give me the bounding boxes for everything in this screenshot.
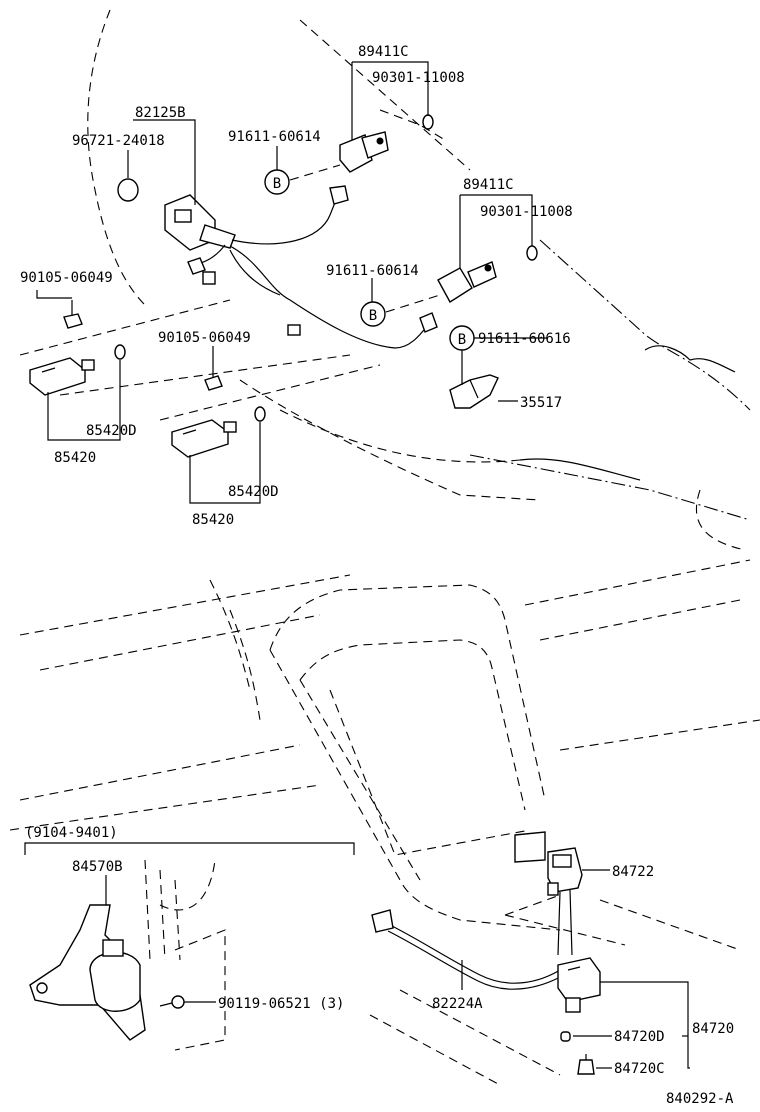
switch-84722	[514, 831, 583, 956]
switch-84720	[557, 957, 601, 1013]
label-35517: 35517	[520, 395, 562, 411]
label-91611-60616: 91611-60616	[478, 331, 571, 347]
label-90301-upper: 90301-11008	[372, 70, 465, 86]
connector-82125B	[164, 194, 236, 251]
switch-85420-left	[29, 357, 95, 396]
label-85420-right: 85420	[192, 512, 234, 528]
marker-b-2: B	[360, 301, 386, 327]
label-85420-left: 85420	[54, 450, 96, 466]
body-outline-top	[19, 9, 751, 551]
harness-82224A	[371, 909, 563, 990]
diagram-id: 840292-A	[666, 1091, 734, 1107]
label-82125B: 82125B	[135, 105, 186, 121]
label-90105-left: 90105-06049	[20, 270, 113, 286]
oring-90301-upper	[422, 114, 434, 130]
screw-90119	[159, 995, 185, 1009]
label-84722: 84722	[612, 864, 654, 880]
callout-labels: 89411C 90301-11008 82125B 96721-24018 91…	[20, 44, 734, 1107]
label-89411C-lower: 89411C	[463, 177, 514, 193]
label-89411C-upper: 89411C	[358, 44, 409, 60]
label-84720D: 84720D	[614, 1029, 665, 1045]
label-85420D-right: 85420D	[228, 484, 279, 500]
marker-b-3: B	[449, 325, 475, 351]
label-90105-right: 90105-06049	[158, 330, 251, 346]
label-91611-lower: 91611-60614	[326, 263, 419, 279]
label-91611-upper: 91611-60614	[228, 129, 321, 145]
body-outline-bottom	[9, 559, 760, 1086]
label-84720: 84720	[692, 1021, 734, 1037]
oring-85420D-right	[254, 406, 266, 422]
leader-lines	[24, 61, 690, 1069]
oring-85420D-left	[114, 344, 126, 360]
bolt-90105-right	[204, 364, 223, 391]
marker-b-1: B	[264, 169, 290, 195]
bracket-35517	[449, 374, 499, 409]
bolt-90105-left	[63, 300, 83, 329]
svg-text:B: B	[369, 308, 377, 324]
actuator-84570B	[29, 904, 146, 1041]
label-85420D-left: 85420D	[86, 423, 137, 439]
label-82224A: 82224A	[432, 996, 483, 1012]
label-90301-lower: 90301-11008	[480, 204, 573, 220]
wire-harness-top	[187, 185, 438, 349]
label-84720C: 84720C	[614, 1061, 665, 1077]
switch-85420-right	[171, 419, 237, 458]
label-90119: 90119-06521 (3)	[218, 996, 344, 1012]
svg-text:B: B	[458, 332, 466, 348]
sensor-89411C-upper	[339, 131, 389, 173]
oring-90301-lower	[526, 245, 538, 261]
svg-text:B: B	[273, 176, 281, 192]
plug-96721	[117, 178, 139, 202]
label-96721: 96721-24018	[72, 133, 165, 149]
cap-84720D	[560, 1031, 571, 1042]
label-range: (9104-9401)	[25, 825, 118, 841]
label-84570B: 84570B	[72, 859, 123, 875]
plug-84720C	[577, 1054, 595, 1075]
sensor-89411C-lower	[437, 261, 497, 303]
